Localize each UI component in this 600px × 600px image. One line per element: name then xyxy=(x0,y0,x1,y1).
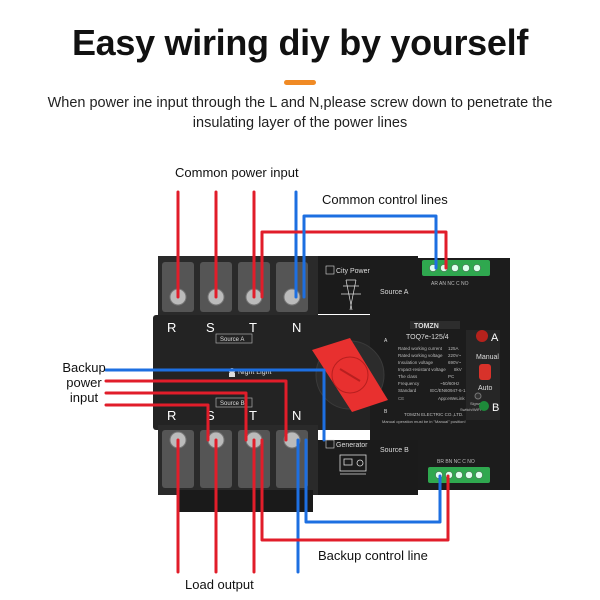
common-power-input-label: Common power input xyxy=(175,165,299,180)
backup-control-wire-blue xyxy=(304,438,442,524)
signal-label: Signal xyxy=(470,401,481,406)
svg-text:Rated working current: Rated working current xyxy=(398,346,443,351)
switch-pos-a: A xyxy=(384,338,388,344)
bottom-phase-s: S xyxy=(206,408,215,423)
backup-input-wire-r xyxy=(104,403,210,442)
generator-icon xyxy=(339,454,367,475)
page-subtitle: When power ine input through the L and N… xyxy=(47,95,553,131)
manual-auto-toggle[interactable] xyxy=(479,364,491,380)
ats-device: R S T N Source A R S T N Source B City P… xyxy=(153,256,510,512)
screw-icon xyxy=(283,288,301,306)
bottom-phase-t: T xyxy=(249,408,257,423)
load-output-label: Load output xyxy=(185,577,254,592)
certification-marks: CE xyxy=(398,396,404,401)
common-control-wire-red xyxy=(260,230,448,299)
svg-text:220V~: 220V~ xyxy=(448,353,462,358)
switch-wifi-label: Switch/WiFi xyxy=(460,407,481,412)
backup-input-wire-t xyxy=(104,379,288,442)
svg-text:Impact-resistant voltage: Impact-resistant voltage xyxy=(398,367,446,372)
signal-led xyxy=(474,392,482,400)
spec-table: Rated working current 125A Rated working… xyxy=(398,346,466,393)
svg-text:PC: PC xyxy=(448,374,455,379)
backup-control-wire-red xyxy=(260,438,450,542)
bottom-phase-n: N xyxy=(292,408,301,423)
backup-control-line-label: Backup control line xyxy=(318,548,428,563)
svg-text:Frequency: Frequency xyxy=(398,381,420,386)
bottom-control-terminal xyxy=(428,467,490,483)
backup-input-wire-n xyxy=(104,368,326,442)
manual-warning: Manual operation must be in "Manual" pos… xyxy=(382,419,466,424)
backup-power-input-label: Backup power input xyxy=(62,360,106,405)
source-b-indicator xyxy=(479,401,489,411)
bottom-phase-r: R xyxy=(167,408,176,423)
top-phase-s: S xyxy=(206,320,215,335)
switch-pos-b: B xyxy=(384,409,388,415)
top-phase-t: T xyxy=(249,320,257,335)
brand-logo: TOMZN xyxy=(414,323,439,330)
manual-label: Manual xyxy=(476,354,499,361)
auto-label: Auto xyxy=(478,385,493,392)
svg-text:IEC/EN60947-6-1: IEC/EN60947-6-1 xyxy=(430,388,466,393)
common-control-wire-blue xyxy=(302,214,438,299)
svg-text:The class: The class xyxy=(398,374,418,379)
top-phase-n: N xyxy=(292,320,301,335)
page-title: Easy wiring diy by yourself xyxy=(71,22,529,63)
source-a-label: Source A xyxy=(380,289,409,296)
wires xyxy=(104,190,450,574)
bottom-terminal-labels: BR BN NC C NO xyxy=(437,459,475,465)
night-light-label: Night Light xyxy=(238,369,272,376)
backup-input-wire-s xyxy=(104,391,248,442)
svg-text:~50/60Hz: ~50/60Hz xyxy=(440,381,460,386)
transmission-tower-icon xyxy=(341,279,361,311)
generator-label: Generator xyxy=(336,442,368,449)
common-control-lines-label: Common control lines xyxy=(322,192,448,207)
svg-text:Rated working voltage: Rated working voltage xyxy=(398,353,443,358)
svg-text:Insulation voltage: Insulation voltage xyxy=(398,360,434,365)
top-phase-r: R xyxy=(167,320,176,335)
city-power-label: City Power xyxy=(336,268,371,275)
rotary-switch-knob[interactable] xyxy=(312,338,388,412)
top-terminal-labels: AR AN NC C NO xyxy=(431,281,469,287)
source-b-label: Source B xyxy=(380,447,409,454)
mode-b-label: B xyxy=(492,402,499,414)
top-control-terminal xyxy=(422,260,490,276)
svg-text:Standard: Standard xyxy=(398,388,417,393)
mode-a-label: A xyxy=(491,332,499,344)
bottom-terminal-slot xyxy=(276,430,308,488)
svg-text:125A: 125A xyxy=(448,346,459,351)
source-a-indicator xyxy=(476,330,488,342)
manufacturer: TOMZN ELECTRIC CO.,LTD. xyxy=(404,412,463,417)
screw-icon xyxy=(283,431,301,449)
svg-text:690V~: 690V~ xyxy=(448,360,462,365)
title-accent-bar xyxy=(284,80,316,85)
source-b-tag: Source B xyxy=(220,401,245,407)
model-number: TOQ7e-125/4 xyxy=(406,334,449,341)
svg-text:8kV: 8kV xyxy=(454,367,462,372)
source-a-tag: Source A xyxy=(220,337,244,343)
app-label: App:eWeLink xyxy=(438,396,465,401)
